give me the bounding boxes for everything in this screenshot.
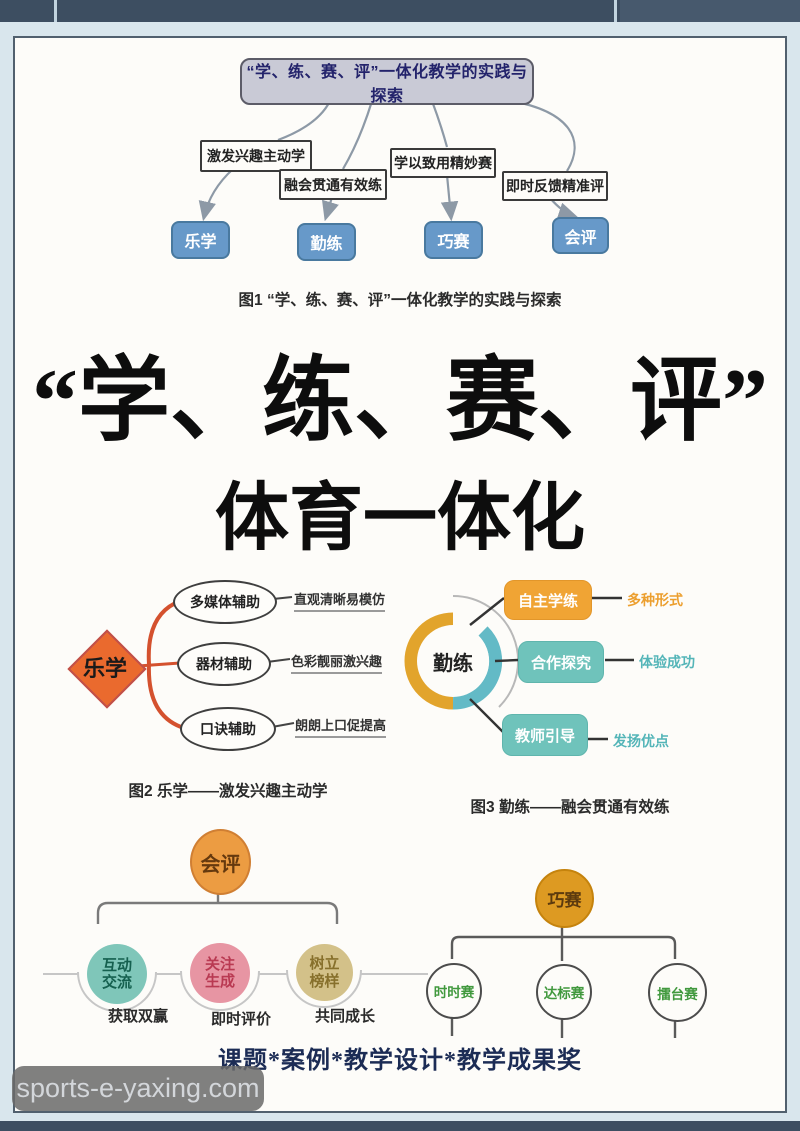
- fig2-node-2: 器材辅助: [177, 642, 271, 686]
- fig3-caption: 图3 勤练——融会贯通有效练: [470, 799, 670, 816]
- fig3-node-3-label: 教师引导: [514, 727, 575, 745]
- fig3-node-2: 合作探究: [518, 641, 604, 683]
- fig2-node-1-label: 多媒体辅助: [190, 594, 260, 610]
- fig4-center-oval: 会评: [190, 829, 251, 895]
- fig4-circle-2: 关注 生成: [190, 943, 250, 1003]
- fig4-circle-2-label: 关注 生成: [204, 955, 235, 990]
- fig3-node-1: 自主学练: [504, 580, 592, 620]
- fig4-connectors: [43, 890, 428, 1012]
- fig5-circle-2: 达标赛: [536, 964, 592, 1020]
- headline-line2: 体育一体化: [215, 478, 585, 560]
- fig2-note-3: 朗朗上口促提高: [295, 715, 387, 738]
- fig3-note-1: 多种形式: [627, 592, 683, 608]
- fig1-node-lexue: 乐学: [171, 221, 230, 259]
- fig1-title: “学、练、赛、评”一体化教学的实践与探索: [246, 63, 528, 105]
- top-frame-divider-left: [54, 0, 57, 22]
- fig4-circle-3-label: 树立 榜样: [309, 955, 340, 990]
- fig5-center-disc: 巧赛: [535, 869, 594, 928]
- bottom-frame-bar: [0, 1121, 800, 1131]
- fig4-note-1: 获取双赢: [107, 1008, 168, 1025]
- fig1-branch-box-2: 融会贯通有效练: [279, 169, 387, 200]
- fig5-center-label: 巧赛: [547, 891, 582, 910]
- fig2-note-1: 直观清晰易模仿: [294, 589, 386, 612]
- fig1-branch-box-3: 学以致用精妙赛: [390, 148, 496, 178]
- fig1-branch-box-4: 即时反馈精准评: [502, 171, 608, 201]
- fig4-circle-1-label: 互动 交流: [101, 956, 132, 991]
- top-frame-bar: [0, 0, 800, 22]
- fig1-node-1-label: 乐学: [184, 234, 217, 251]
- fig5-circle-1: 时时赛: [426, 963, 482, 1019]
- fig5-circle-2-label: 达标赛: [543, 986, 585, 1001]
- top-frame-bar-light-segment: [620, 0, 800, 22]
- fig3-center-label: 勤练: [433, 652, 473, 675]
- fig1-node-huiping: 会评: [552, 217, 609, 254]
- fig1-node-3-label: 巧赛: [437, 234, 470, 251]
- fig1-branch-1: 激发兴趣主动学: [207, 148, 305, 164]
- fig1-branch-3: 学以致用精妙赛: [394, 155, 492, 171]
- fig1-node-4-label: 会评: [564, 229, 597, 247]
- fig2-caption: 图2 乐学——激发兴趣主动学: [128, 783, 328, 800]
- fig1-branch-box-1: 激发兴趣主动学: [200, 140, 312, 172]
- fig3-node-1-label: 自主学练: [517, 592, 578, 610]
- fig4-note-2: 即时评价: [210, 1011, 271, 1028]
- fig5-circle-3-label: 擂台赛: [657, 986, 698, 1002]
- fig2-node-2-label: 器材辅助: [196, 656, 252, 672]
- fig1-node-2-label: 勤练: [310, 236, 343, 253]
- fig2-node-1: 多媒体辅助: [173, 580, 277, 624]
- fig5-circle-3: 擂台赛: [648, 963, 707, 1022]
- fig2-node-3: 口诀辅助: [180, 707, 276, 751]
- fig3-node-3: 教师引导: [502, 714, 588, 756]
- fig5-circle-1-label: 时时赛: [433, 985, 475, 1000]
- fig3-note-3: 发扬优点: [613, 733, 669, 749]
- fig4-center-label: 会评: [200, 853, 241, 876]
- fig5-connectors: [450, 923, 677, 1038]
- fig2-note-2: 色彩靓丽激兴趣: [291, 651, 383, 674]
- fig1-branch-4: 即时反馈精准评: [506, 178, 604, 194]
- watermark-badge: sports-e-yaxing.com: [12, 1066, 264, 1111]
- fig4-circle-1: 互动 交流: [87, 944, 147, 1004]
- fig1-node-qinlian: 勤练: [297, 223, 356, 261]
- fig1-title-box: “学、练、赛、评”一体化教学的实践与探索: [240, 58, 534, 105]
- watermark-text: sports-e-yaxing.com: [16, 1073, 260, 1103]
- top-frame-divider-right: [614, 0, 617, 22]
- poster-page: [13, 36, 787, 1113]
- fig1-connectors: [198, 99, 579, 222]
- fig1-node-qiaosai: 巧赛: [424, 221, 483, 259]
- fig3-note-2: 体验成功: [639, 654, 695, 670]
- headline-line1: “学、练、赛、评”: [31, 350, 768, 452]
- fig4-note-3: 共同成长: [314, 1008, 375, 1025]
- fig2-center-label: 乐学: [82, 656, 127, 681]
- fig3-connectors: [404, 595, 634, 741]
- fig1-caption: 图1 “学、练、赛、评”一体化教学的实践与探索: [238, 292, 562, 309]
- fig2-node-3-label: 口诀辅助: [200, 721, 256, 737]
- fig3-node-2-label: 合作探究: [530, 654, 591, 672]
- fig1-branch-2: 融会贯通有效练: [284, 176, 382, 193]
- fig4-circle-3: 树立 榜样: [296, 944, 353, 1001]
- footer-tagline: 课题*案例*教学设计*教学成果奖: [218, 1048, 582, 1074]
